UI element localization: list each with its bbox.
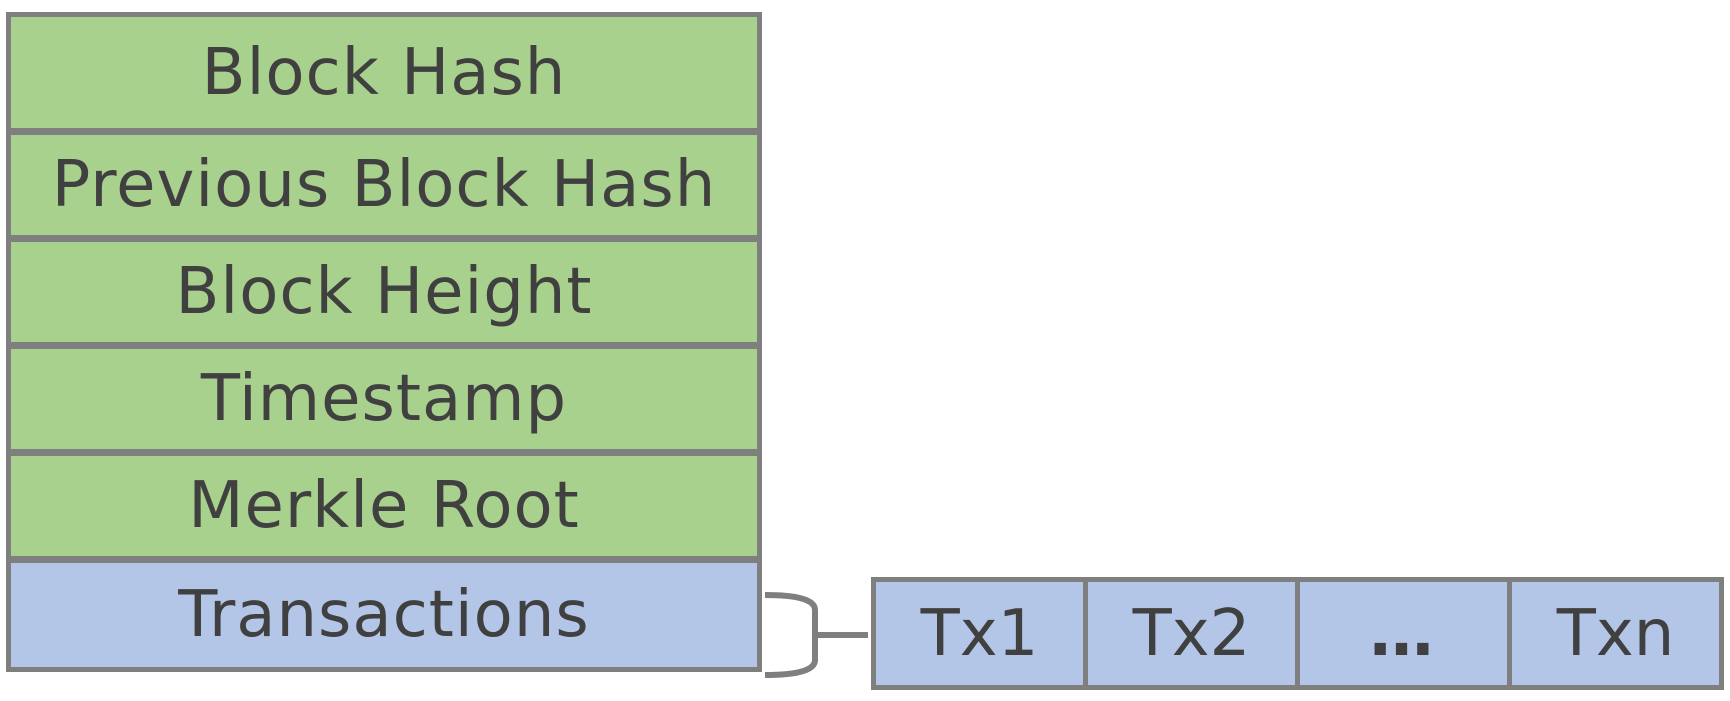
field-merkle-root: Merkle Root: [11, 456, 757, 563]
tx-item: Tx2: [1088, 582, 1295, 685]
field-previous-block-hash: Previous Block Hash: [11, 135, 757, 242]
block-structure: Block Hash Previous Block Hash Block Hei…: [6, 12, 762, 672]
field-block-height: Block Height: [11, 242, 757, 349]
tx-ellipsis: …: [1300, 582, 1507, 685]
field-block-hash: Block Hash: [11, 17, 757, 135]
field-transactions: Transactions: [11, 563, 757, 667]
tx-item: Tx1: [876, 582, 1083, 685]
transaction-list: Tx1 Tx2 … Txn: [871, 577, 1724, 690]
brace-connector: [764, 592, 868, 678]
tx-item: Txn: [1512, 582, 1719, 685]
field-timestamp: Timestamp: [11, 349, 757, 456]
